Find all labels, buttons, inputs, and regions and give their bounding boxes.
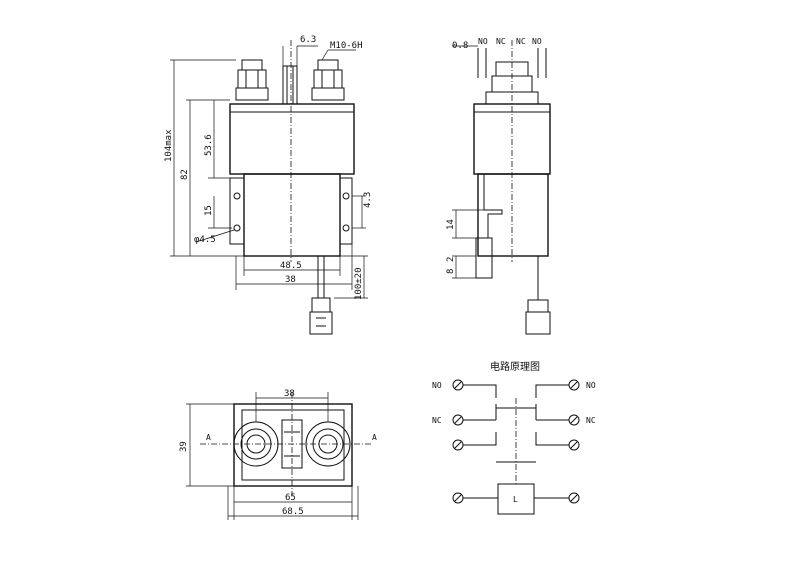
side-label-no-left: NO — [478, 37, 488, 46]
right-terminal-base — [311, 87, 345, 101]
sch-label-no-left: NO — [432, 381, 442, 390]
dim-width-38: 38 — [285, 275, 296, 285]
terminal-coil-left — [452, 492, 464, 504]
side-bracket-foot — [475, 237, 493, 279]
side-dim-8: 8 — [446, 269, 456, 274]
schematic-title: 电路原理图 — [490, 360, 540, 373]
bottom-view: 38 39 65 68.5 A A — [179, 389, 377, 520]
schematic: 电路原理图 — [432, 360, 596, 515]
side-dim-gap: 0.8 — [452, 41, 468, 51]
bottom-dim-39: 39 — [179, 441, 189, 452]
terminal-nc-right — [568, 414, 580, 426]
terminal-coil-right — [568, 492, 580, 504]
dim-height-53: 53.6 — [204, 134, 214, 156]
side-label-no-right: NO — [532, 37, 542, 46]
terminal-nc-left — [452, 414, 464, 426]
sch-label-nc-left: NC — [432, 416, 442, 425]
dim-tab: 4.3 — [363, 192, 373, 208]
sch-label-nc-right: NC — [586, 416, 596, 425]
left-terminal-nut — [241, 59, 263, 71]
side-dim-2: 2 — [446, 257, 456, 262]
dim-height-82: 82 — [180, 169, 190, 180]
section-left: A — [206, 433, 211, 442]
front-view: 6.3 M10-6H 104max 82 53.6 15 φ4.5 4.3 48… — [164, 35, 373, 335]
terminal-no-right — [568, 379, 580, 391]
side-connector-top — [527, 299, 549, 313]
side-view: 0.8 NO NC NC NO 14 2 8 — [446, 37, 551, 335]
right-flange — [339, 177, 353, 245]
side-dim-14: 14 — [446, 219, 456, 230]
bottom-dim-68: 68.5 — [282, 507, 304, 517]
dim-top-gap: 6.3 — [300, 35, 316, 45]
coil-label: L — [513, 495, 518, 504]
dim-width-inner: 48.5 — [280, 261, 302, 271]
bottom-aux-block — [281, 419, 303, 469]
bottom-dim-65: 65 — [285, 493, 296, 503]
dim-total-height: 104max — [164, 129, 174, 162]
bottom-dim-38: 38 — [284, 389, 295, 399]
right-terminal-nut — [317, 59, 339, 71]
dim-lead: 100±20 — [354, 267, 364, 300]
left-terminal-hex — [237, 69, 267, 89]
side-coil-housing — [477, 173, 549, 257]
terminal-no-left — [452, 379, 464, 391]
section-right: A — [372, 433, 377, 442]
left-terminal-base — [235, 87, 269, 101]
upper-housing — [229, 103, 355, 175]
aux-terminal — [282, 65, 298, 105]
side-label-nc-right: NC — [516, 37, 526, 46]
terminal-main-left — [452, 439, 464, 451]
lead-connector-top — [311, 297, 331, 313]
sch-label-no-right: NO — [586, 381, 596, 390]
side-bracket — [475, 174, 503, 256]
dim-thread: M10-6H — [330, 41, 363, 51]
coil — [497, 483, 535, 515]
lead-connector — [309, 311, 333, 335]
left-flange — [229, 177, 245, 245]
dim-height-15: 15 — [204, 205, 214, 216]
terminal-main-right — [568, 439, 580, 451]
side-connector — [525, 311, 551, 335]
dim-hole: φ4.5 — [194, 235, 216, 245]
right-terminal-hex — [313, 69, 343, 89]
side-label-nc-left: NC — [496, 37, 506, 46]
coil-housing — [243, 173, 341, 257]
bottom-outline — [233, 403, 353, 487]
